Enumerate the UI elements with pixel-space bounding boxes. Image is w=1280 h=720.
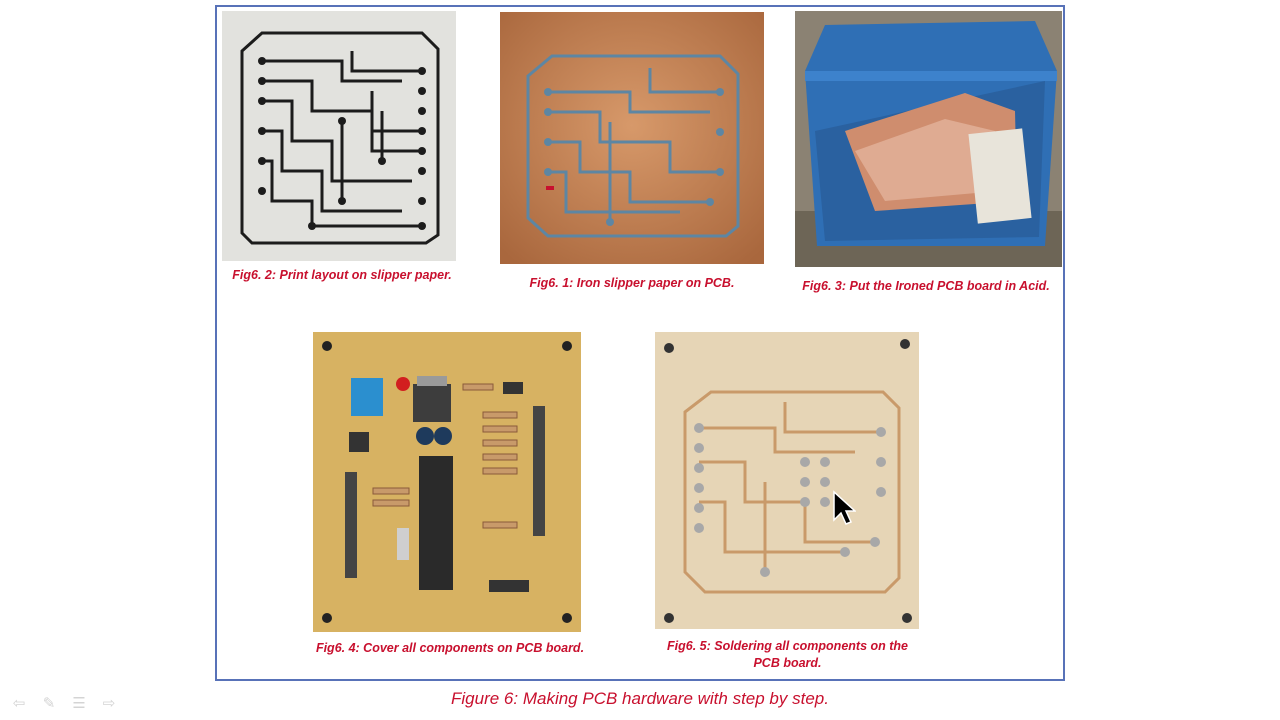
- menu-icon[interactable]: ☰: [72, 695, 86, 712]
- photo-pcb-in-acid: [795, 11, 1062, 267]
- caption-fig6-1: Fig6. 1: Iron slipper paper on PCB.: [529, 276, 735, 290]
- caption-fig6-5-line2: PCB board.: [753, 656, 822, 670]
- pcb-layout-print-image: [222, 11, 456, 261]
- back-arrow-icon[interactable]: ⇦: [12, 695, 26, 712]
- pcb-with-components-image: [313, 332, 581, 632]
- ironed-copper-board-image: [500, 12, 764, 264]
- caption-fig6-2: Fig6. 2: Print layout on slipper paper.: [232, 268, 452, 282]
- mouse-pointer-icon: [833, 490, 856, 525]
- photo-components-placed: [313, 332, 581, 632]
- caption-fig6-3: Fig6. 3: Put the Ironed PCB board in Aci…: [802, 279, 1050, 293]
- slide-nav-toolbar: ⇦ ✎ ☰ ⇨: [8, 694, 120, 712]
- soldered-pcb-image: [655, 332, 919, 629]
- caption-fig6-5: Fig6. 5: Soldering all components on the…: [650, 638, 925, 672]
- acid-tray-image: [795, 11, 1062, 267]
- photo-iron-on-pcb: [500, 12, 764, 264]
- caption-fig6-4: Fig6. 4: Cover all components on PCB boa…: [315, 641, 585, 655]
- photo-print-layout: [222, 11, 456, 261]
- forward-arrow-icon[interactable]: ⇨: [102, 695, 116, 712]
- photo-soldered-board: [655, 332, 919, 629]
- caption-fig6-5-line1: Fig6. 5: Soldering all components on the: [667, 639, 908, 653]
- pen-icon[interactable]: ✎: [42, 695, 56, 712]
- figure-title: Figure 6: Making PCB hardware with step …: [451, 689, 829, 708]
